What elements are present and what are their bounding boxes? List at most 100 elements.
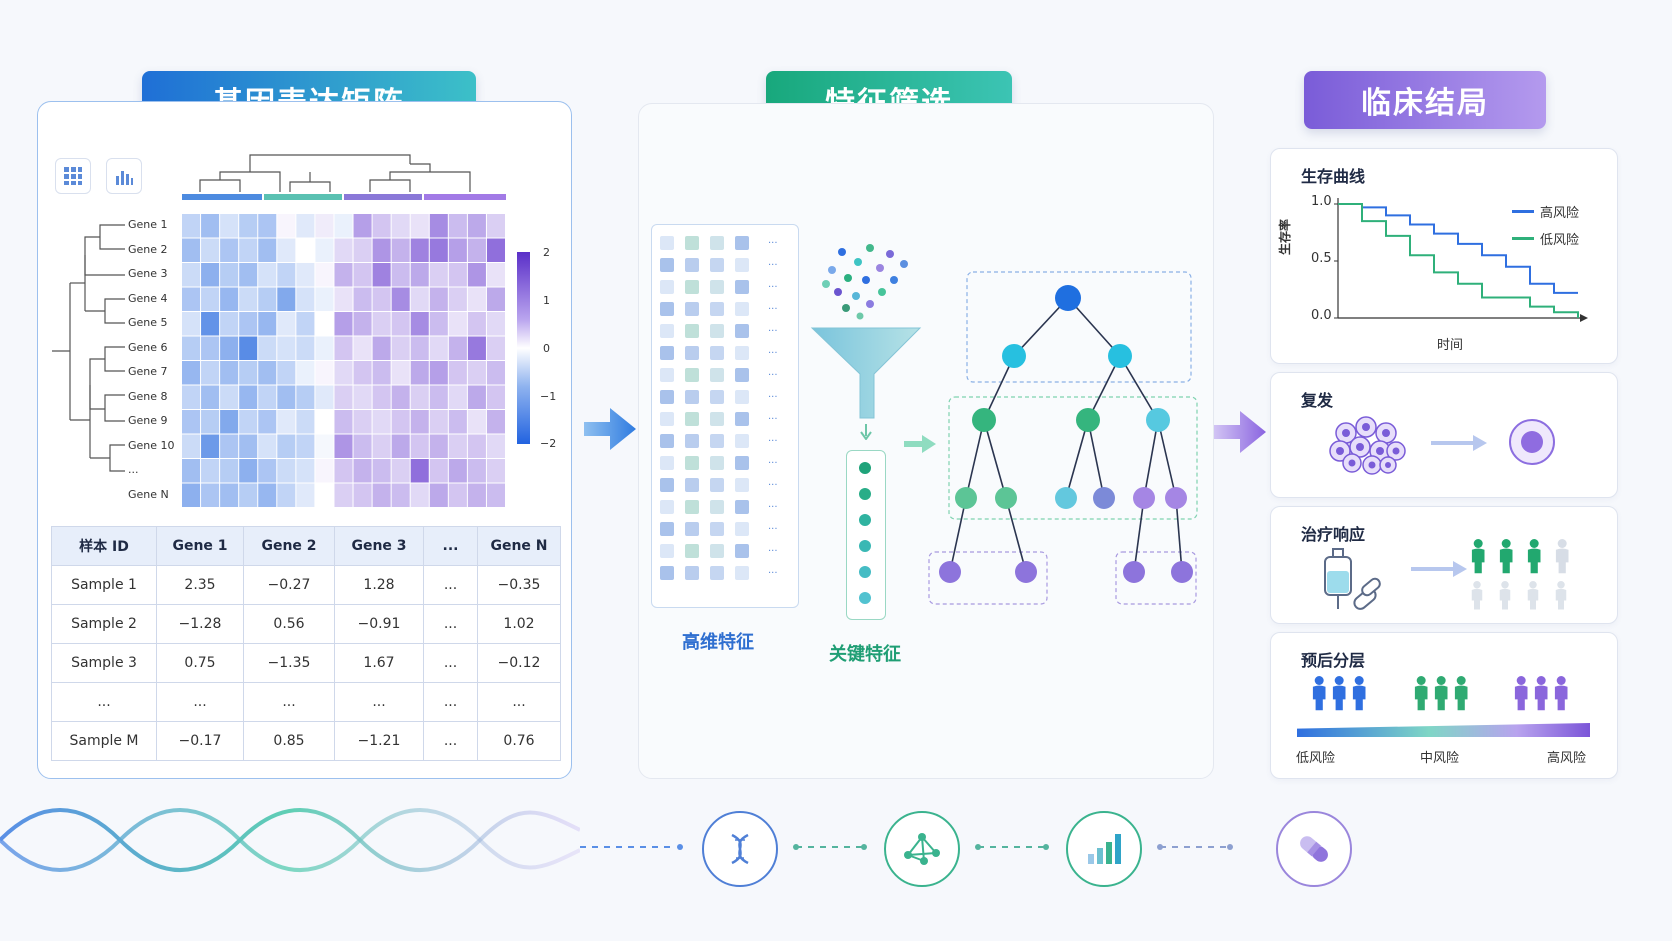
ellipsis: ··· — [768, 414, 778, 425]
heatmap-cell — [391, 410, 410, 434]
heatmap-cell — [239, 312, 258, 336]
heatmap-cell — [296, 483, 315, 507]
decision-tree — [928, 271, 1198, 605]
table-cell: 0.75 — [156, 643, 244, 683]
network-icon[interactable] — [884, 811, 960, 887]
table-cell: 0.56 — [243, 604, 335, 644]
heatmap-cell — [467, 483, 486, 507]
heatmap-cell — [391, 287, 410, 311]
gene-label: Gene 8 — [128, 389, 168, 403]
heatmap-cell — [201, 312, 220, 336]
candidate-features — [822, 244, 908, 320]
risk-low-label: 低风险 — [1296, 751, 1336, 766]
table-header: Gene 1 — [156, 526, 244, 566]
heatmap-cell — [410, 434, 429, 458]
ellipsis: ··· — [768, 238, 778, 249]
feature-cell — [660, 544, 674, 558]
person-icon — [1534, 676, 1548, 711]
table-header: Gene 2 — [243, 526, 335, 566]
heatmap-cell — [410, 287, 429, 311]
table-cell: ... — [51, 682, 157, 722]
feature-cell — [660, 434, 674, 448]
survival-xlabel: 时间 — [1437, 338, 1464, 353]
heatmap-cell — [296, 459, 315, 483]
heatmap-cell — [258, 410, 277, 434]
legend-high-label: 高风险 — [1540, 206, 1580, 221]
feature-cell — [660, 346, 674, 360]
dna-helix-decoration — [0, 808, 580, 872]
heatmap-cell — [315, 434, 334, 458]
heatmap-cell — [334, 385, 353, 409]
heatmap — [182, 214, 505, 507]
feature-cell — [660, 566, 674, 580]
heatmap-cell — [239, 336, 258, 360]
table-cell: ... — [423, 565, 478, 605]
feature-cell — [660, 258, 674, 272]
bar-chart-icon[interactable] — [1066, 811, 1142, 887]
heatmap-cell — [277, 483, 296, 507]
table-cell: ... — [156, 682, 244, 722]
feature-cell — [685, 522, 699, 536]
heatmap-cell — [391, 361, 410, 385]
heatmap-cell — [334, 361, 353, 385]
heatmap-cell — [220, 361, 239, 385]
bar-view-button[interactable] — [106, 158, 142, 194]
heatmap-cell — [258, 385, 277, 409]
table-cell: Sample 2 — [51, 604, 157, 644]
heatmap-cell — [315, 238, 334, 262]
iv-bag-icon — [1324, 548, 1381, 610]
heatmap-cell — [220, 410, 239, 434]
heatmap-cell — [239, 434, 258, 458]
heatmap-cell — [220, 336, 239, 360]
heatmap-cell — [220, 238, 239, 262]
person-icon — [1527, 539, 1541, 574]
heatmap-cell — [448, 410, 467, 434]
heatmap-cell — [410, 214, 429, 238]
dna-icon[interactable] — [702, 811, 778, 887]
heatmap-view-button[interactable] — [55, 158, 91, 194]
heatmap-cell — [467, 459, 486, 483]
gene-label: Gene 6 — [128, 340, 168, 354]
heatmap-cell — [372, 336, 391, 360]
prognosis-groups — [1312, 676, 1568, 711]
heatmap-cell — [429, 312, 448, 336]
heatmap-cell — [391, 214, 410, 238]
heatmap-cell — [315, 214, 334, 238]
ellipsis: ··· — [768, 260, 778, 271]
person-icon — [1332, 676, 1346, 711]
heatmap-cell — [391, 312, 410, 336]
heatmap-cell — [467, 434, 486, 458]
feature-cell — [735, 478, 749, 492]
arrow-icon — [1411, 561, 1467, 577]
feature-cell — [735, 412, 749, 426]
person-icon — [1499, 581, 1511, 610]
heatmap-cell — [258, 214, 277, 238]
heatmap-cell — [467, 410, 486, 434]
person-icon — [1555, 539, 1569, 574]
heatmap-cell — [353, 287, 372, 311]
table-cell: 1.28 — [334, 565, 424, 605]
key-feature-label: 关键特征 — [829, 644, 901, 665]
heatmap-cell — [258, 336, 277, 360]
heatmap-cell — [372, 238, 391, 262]
heatmap-cell — [201, 483, 220, 507]
gene-label: Gene N — [128, 487, 169, 501]
heatmap-cell — [429, 287, 448, 311]
feature-cell — [710, 390, 724, 404]
table-cell: 0.85 — [243, 721, 335, 761]
person-icon — [1312, 676, 1326, 711]
table-row: Sample 3 0.75 −1.35 1.67 ... −0.12 — [51, 643, 561, 683]
feature-cell — [735, 324, 749, 338]
heatmap-cell — [296, 238, 315, 262]
person-icon — [1554, 676, 1568, 711]
risk-mid-label: 中风险 — [1420, 751, 1460, 766]
pill-icon[interactable] — [1276, 811, 1352, 887]
heatmap-cell — [486, 410, 505, 434]
heatmap-cell — [315, 287, 334, 311]
relapse-title: 复发 — [1301, 391, 1334, 410]
gene-label: Gene 7 — [128, 365, 168, 378]
filter-funnel — [810, 244, 922, 440]
feature-cell — [735, 522, 749, 536]
heatmap-cell — [277, 410, 296, 434]
table-row: Sample M −0.17 0.85 −1.21 ... 0.76 — [51, 721, 561, 761]
